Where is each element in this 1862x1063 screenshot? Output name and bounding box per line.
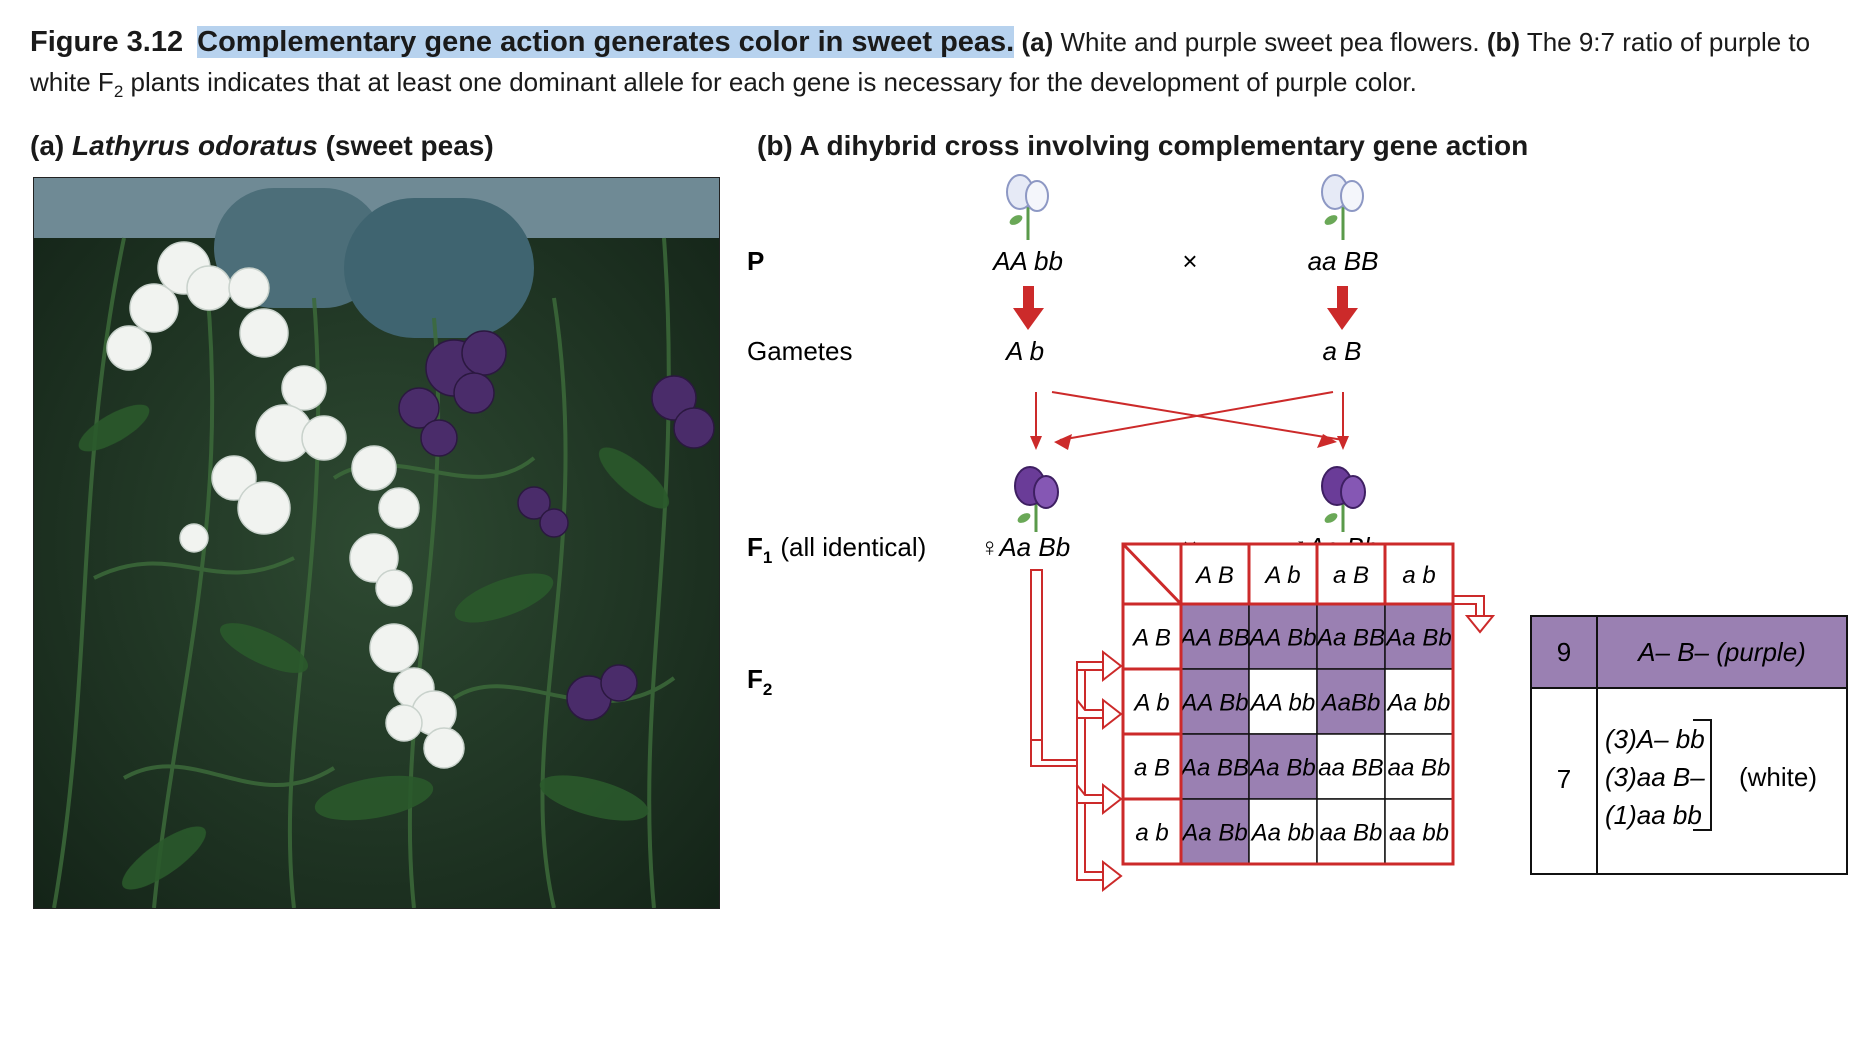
sweet-pea-photo [33,177,720,909]
gamete-left: A b [1004,336,1044,366]
punnett-cell-box [1316,798,1386,865]
row-label-f1-note: (all identical) [780,532,926,562]
row-label-p: P [747,246,764,276]
ratio-purple-count: 9 [1557,637,1571,667]
panel-a-species: Lathyrus odoratus [72,130,318,161]
row-label-f1: F1 (all identical) [747,532,926,567]
punnett-cell: AA bb [1249,690,1316,717]
caption-part-b-text-2: plants indicates that at least one domin… [123,67,1417,97]
purple-flower-right-icon [1321,466,1366,532]
female-gamete-arrows [1030,569,1123,893]
panel-b-marker: (b) [757,130,793,161]
white-bracket [1693,719,1712,831]
punnett-cell: aa BB [1318,755,1383,782]
punnett-column-header: a b [1402,562,1435,589]
punnett-cell-box [1248,733,1318,800]
punnett-outer-frame [1121,542,1455,866]
punnett-column-header: A B [1194,562,1234,589]
ratio-white-line-2: (3)aa B– [1605,762,1705,792]
meiosis-arrow-left [1013,286,1044,330]
parent-right-genotype: aa BB [1308,246,1379,276]
row-label-gametes: Gametes [747,336,853,366]
caption-part-b-text-1: The 9:7 ratio of purple to white F [30,27,1811,97]
punnett-cell: AaBb [1320,690,1381,717]
dihybrid-cross-svg: P Gametes F1(all identical) F2 AA bb × a… [747,174,1848,893]
punnett-cell: Aa Bb [1384,625,1451,652]
punnett-column-header-box [1315,542,1387,606]
punnett-cell: Aa Bb [1180,820,1247,847]
punnett-cell: Aa bb [1386,690,1451,717]
punnett-cell-box [1384,798,1454,865]
sweet-pea-photo-illustration [34,178,719,908]
row-label-f2: F2 [747,664,772,699]
punnett-cell: Aa bb [1250,820,1315,847]
punnett-row-header-box [1121,667,1183,736]
fertilization-arrowheads [1030,434,1349,450]
row-label-f2-sub: 2 [763,680,772,699]
gamete-right: a B [1322,336,1361,366]
white-flower-right-icon [1321,174,1364,240]
f1-female-genotype: Aa Bb [997,532,1070,562]
punnett-cell: Aa BB [1315,625,1385,652]
caption-part-b-marker: (b) [1486,27,1521,57]
punnett-corner-diagonal [1121,542,1183,606]
punnett-column-header: a B [1333,562,1369,589]
punnett-column-header-box [1383,542,1455,606]
punnett-row-header: a B [1134,755,1170,782]
dihybrid-cross-diagram: P Gametes F1(all identical) F2 AA bb × a… [745,170,1862,1063]
punnett-cell: Aa Bb [1248,755,1315,782]
punnett-cell: AA Bb [1247,625,1316,652]
fertilization-arrows [1035,391,1344,441]
figure-title: Complementary gene action generates colo… [197,26,1015,58]
punnett-cell: aa Bb [1320,820,1383,847]
punnett-cell: aa bb [1389,820,1449,847]
punnett-cell-box [1180,668,1250,735]
ratio-purple-row [1530,615,1848,689]
f1-female: ♀Aa Bb [980,532,1070,562]
caption-part-b-subscript: 2 [113,82,124,102]
panel-a-common-name: (sweet peas) [325,130,494,161]
ratio-white-line-1: (3)A– bb [1605,724,1705,754]
punnett-cell: AA Bb [1179,690,1248,717]
caption-part-a-text: White and purple sweet pea flowers. [1060,27,1480,57]
female-symbol-icon: ♀ [980,532,1000,562]
panel-a-title: (a) Lathyrus odoratus (sweet peas) [30,130,494,162]
figure-number: Figure 3.12 [30,26,184,58]
panel-b-title: (b) A dihybrid cross involving complemen… [757,130,1528,162]
ratio-white-label: (white) [1739,762,1817,792]
punnett-cell-box [1316,668,1386,735]
ratio-white-line-3: (1)aa bb [1605,800,1702,830]
caption-part-a-marker: (a) [1021,27,1054,57]
panel-b-title-text: A dihybrid cross involving complementary… [799,130,1529,161]
punnett-cell: aa Bb [1388,755,1451,782]
punnett-row-header: a b [1135,820,1168,847]
white-flower-left-icon [1006,174,1049,240]
row-label-f1-letter: F [747,532,763,562]
ratio-table: 9 A– B– (purple) 7 (3)A– bb (3)aa B– (1)… [1530,615,1848,875]
meiosis-arrow-right [1327,286,1358,330]
row-label-f1-sub: 1 [763,548,772,567]
punnett-row-header: A B [1131,625,1171,652]
punnett-cell: AA BB [1178,625,1250,652]
panel-a-marker: (a) [30,130,65,161]
figure-caption: Figure 3.12 Complementary gene action gen… [30,22,1830,112]
punnett-row-header: A b [1132,690,1169,717]
parent-left-genotype: AA bb [991,246,1063,276]
row-label-f2-letter: F [747,664,763,694]
ratio-white-row [1530,687,1848,875]
punnett-cell: Aa BB [1179,755,1249,782]
ratio-purple-label: A– B– (purple) [1636,637,1806,667]
p-cross-symbol: × [1182,246,1197,276]
ratio-white-count: 7 [1557,764,1571,794]
purple-flower-left-icon [1014,466,1059,532]
punnett-column-header: A b [1263,562,1300,589]
